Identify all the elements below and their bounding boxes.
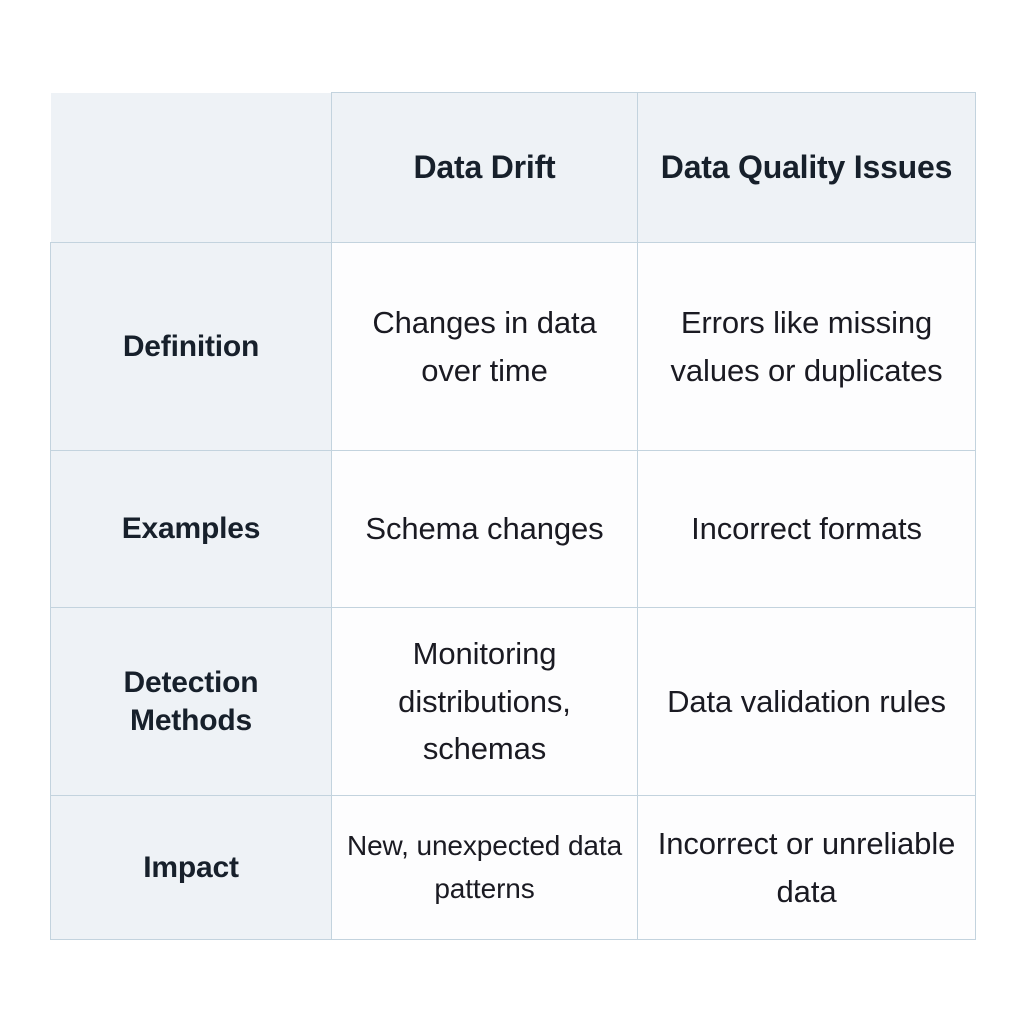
table-row: Detection Methods Monitoring distributio… <box>50 607 976 796</box>
comparison-table: Data Drift Data Quality Issues Definitio… <box>50 92 976 940</box>
cell-impact-data-quality: Incorrect or unreliable data <box>637 795 976 940</box>
cell-detection-data-quality: Data validation rules <box>637 607 976 796</box>
cell-examples-data-quality: Incorrect formats <box>637 450 976 608</box>
row-label-examples: Examples <box>50 450 332 608</box>
column-header-data-quality-issues: Data Quality Issues <box>637 92 976 243</box>
cell-definition-data-drift: Changes in data over time <box>331 242 638 451</box>
row-label-detection-methods: Detection Methods <box>50 607 332 796</box>
corner-cell <box>50 92 332 243</box>
table-row: Impact New, unexpected data patterns Inc… <box>50 795 976 940</box>
cell-definition-data-quality: Errors like missing values or duplicates <box>637 242 976 451</box>
row-label-definition: Definition <box>50 242 332 451</box>
table-row: Examples Schema changes Incorrect format… <box>50 450 976 608</box>
table-row: Definition Changes in data over time Err… <box>50 242 976 451</box>
row-label-impact: Impact <box>50 795 332 940</box>
cell-examples-data-drift: Schema changes <box>331 450 638 608</box>
header-row: Data Drift Data Quality Issues <box>50 92 976 243</box>
table-body: Definition Changes in data over time Err… <box>50 242 976 940</box>
cell-detection-data-drift: Monitoring distributions, schemas <box>331 607 638 796</box>
table-header: Data Drift Data Quality Issues <box>50 92 976 243</box>
cell-impact-data-drift: New, unexpected data patterns <box>331 795 638 940</box>
column-header-data-drift: Data Drift <box>331 92 638 243</box>
